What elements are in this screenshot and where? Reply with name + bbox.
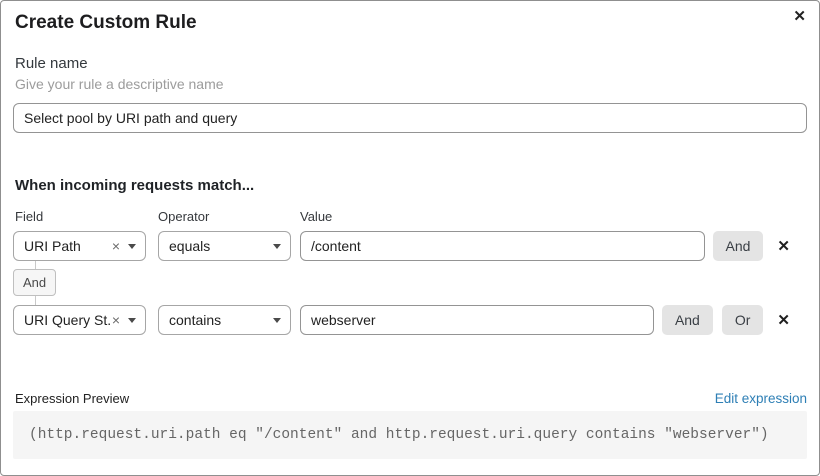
match-row: URI Query St... × contains And Or ✕ — [13, 305, 807, 335]
close-icon[interactable]: ✕ — [793, 8, 806, 25]
rule-name-helper: Give your rule a descriptive name — [15, 76, 224, 92]
clear-selection-icon[interactable]: × — [111, 238, 120, 254]
field-column-header: Field — [15, 209, 44, 224]
field-select-value: URI Path — [24, 238, 81, 254]
operator-select-value: contains — [169, 312, 222, 328]
expression-preview-header: Expression Preview Edit expression — [13, 391, 807, 406]
chevron-down-icon — [128, 317, 136, 323]
match-section-heading: When incoming requests match... — [15, 177, 255, 194]
field-select[interactable]: URI Query St... × — [13, 305, 146, 335]
match-column-headers: Field Operator Value — [13, 209, 807, 225]
connector-line — [35, 261, 36, 269]
field-select[interactable]: URI Path × — [13, 231, 146, 261]
and-button[interactable]: And — [712, 231, 764, 261]
operator-select[interactable]: equals — [158, 231, 291, 261]
remove-row-icon[interactable]: ✕ — [777, 238, 790, 255]
expression-code: (http.request.uri.path eq "/content" and… — [13, 411, 807, 459]
rule-name-input[interactable] — [13, 103, 807, 133]
chevron-down-icon — [273, 317, 281, 323]
field-select-value: URI Query St... — [24, 312, 112, 328]
or-button[interactable]: Or — [721, 305, 764, 335]
page-title: Create Custom Rule — [15, 12, 197, 33]
remove-row-icon[interactable]: ✕ — [777, 312, 790, 329]
operator-select[interactable]: contains — [158, 305, 291, 335]
value-input[interactable] — [300, 305, 654, 335]
value-input[interactable] — [300, 231, 705, 261]
expression-preview-label: Expression Preview — [15, 391, 130, 406]
rule-name-label: Rule name — [15, 55, 88, 72]
row-connector: And — [13, 261, 807, 305]
value-column-header: Value — [300, 209, 333, 224]
clear-selection-icon[interactable]: × — [111, 312, 120, 328]
connector-line — [35, 296, 36, 305]
match-row: URI Path × equals And ✕ — [13, 231, 807, 261]
edit-expression-link[interactable]: Edit expression — [714, 391, 807, 406]
chevron-down-icon — [273, 243, 281, 249]
operator-select-value: equals — [169, 238, 211, 254]
and-connector-badge[interactable]: And — [13, 269, 57, 296]
operator-column-header: Operator — [158, 209, 210, 224]
chevron-down-icon — [128, 243, 136, 249]
and-button[interactable]: And — [661, 305, 713, 335]
